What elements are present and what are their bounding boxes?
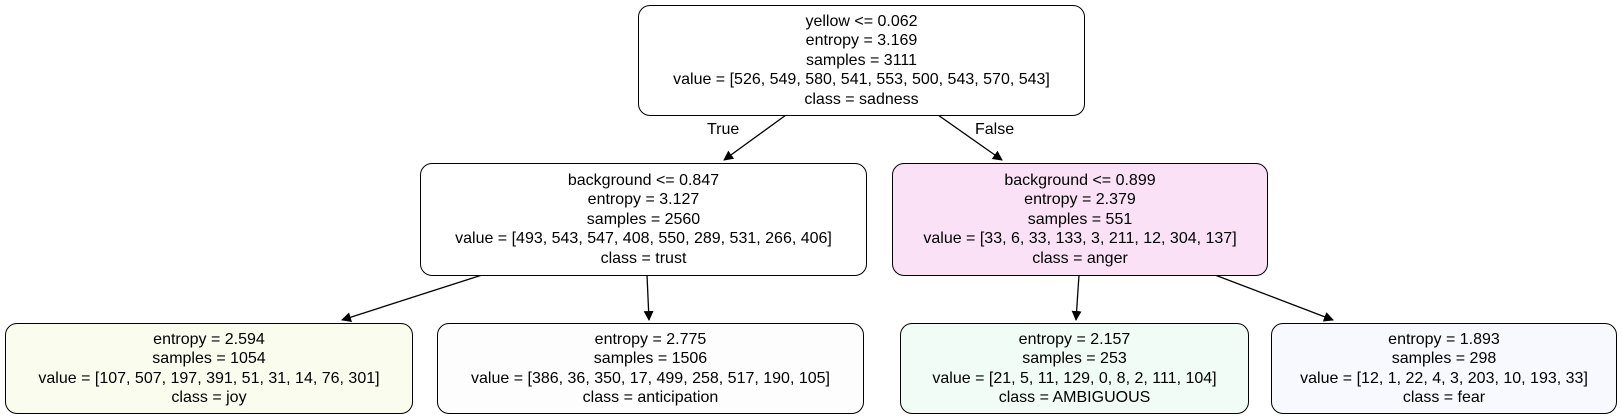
leaf-fear-entropy: entropy = 1.893 — [1388, 330, 1500, 348]
leaf-ambiguous-entropy: entropy = 2.157 — [1018, 330, 1131, 348]
root-samples: samples = 3111 — [805, 51, 918, 69]
edge-label-true: True — [707, 121, 740, 138]
edge-right-leaf4 — [1214, 274, 1334, 322]
leaf-fear-value: value = [12, 1, 22, 4, 3, 203, 10, 193, … — [1300, 369, 1588, 387]
left-value: value = [493, 543, 547, 408, 550, 289, 5… — [455, 230, 832, 248]
leaf-anticipation-entropy: entropy = 2.775 — [594, 330, 707, 348]
edge-root-left — [723, 114, 787, 161]
leaf-fear-samples: samples = 298 — [1391, 350, 1497, 367]
left-entropy: entropy = 3.127 — [587, 191, 700, 209]
leaf-fear: entropy = 1.893 samples = 298 value = [1… — [1271, 323, 1617, 414]
right-samples: samples = 551 — [1027, 210, 1133, 228]
edge-left-leaf2 — [643, 274, 654, 321]
right-entropy: entropy = 2.379 — [1024, 191, 1136, 209]
edge-right-leaf3 — [1071, 274, 1082, 321]
leaf-ambiguous-samples: samples = 253 — [1022, 350, 1127, 367]
leaf-ambiguous: entropy = 2.157 samples = 253 value = [2… — [900, 323, 1249, 414]
leaf-anticipation-value: value = [386, 36, 350, 17, 499, 258, 517… — [471, 369, 830, 387]
leaf-anticipation-samples: samples = 1506 — [593, 350, 708, 367]
root-entropy: entropy = 3.169 — [805, 32, 918, 50]
leaf-ambiguous-class: class = AMBIGUOUS — [998, 389, 1151, 406]
left-node: background <= 0.847 entropy = 3.127 samp… — [420, 163, 867, 276]
leaf-anticipation: entropy = 2.775 samples = 1506 value = [… — [437, 323, 864, 414]
leaf-anticipation-class: class = anticipation — [582, 389, 719, 406]
root-node: yellow <= 0.062 entropy = 3.169 samples … — [638, 5, 1085, 116]
left-samples: samples = 2560 — [586, 210, 701, 228]
root-class: class = sadness — [804, 90, 919, 108]
edge-root-right — [937, 114, 1003, 161]
leaf-joy-samples: samples = 1054 — [152, 350, 266, 367]
leaf-joy: entropy = 2.594 samples = 1054 value = [… — [5, 323, 413, 414]
edge-label-false: False — [975, 121, 1015, 138]
edge-left-leaf1 — [341, 274, 483, 323]
leaf-joy-value: value = [107, 507, 197, 391, 51, 31, 14,… — [38, 369, 380, 387]
right-value: value = [33, 6, 33, 133, 3, 211, 12, 304… — [923, 230, 1237, 248]
right-class: class = anger — [1032, 249, 1128, 267]
leaf-joy-entropy: entropy = 2.594 — [153, 330, 265, 348]
leaf-fear-class: class = fear — [1402, 389, 1486, 406]
right-node: background <= 0.899 entropy = 2.379 samp… — [892, 163, 1268, 276]
left-class: class = trust — [600, 249, 687, 267]
root-split: yellow <= 0.062 — [805, 12, 918, 30]
root-value: value = [526, 549, 580, 541, 553, 500, 5… — [673, 71, 1050, 89]
left-split: background <= 0.847 — [567, 171, 720, 189]
leaf-joy-class: class = joy — [171, 389, 247, 406]
right-split: background <= 0.899 — [1004, 171, 1156, 189]
leaf-ambiguous-value: value = [21, 5, 11, 129, 0, 8, 2, 111, 1… — [932, 369, 1217, 387]
